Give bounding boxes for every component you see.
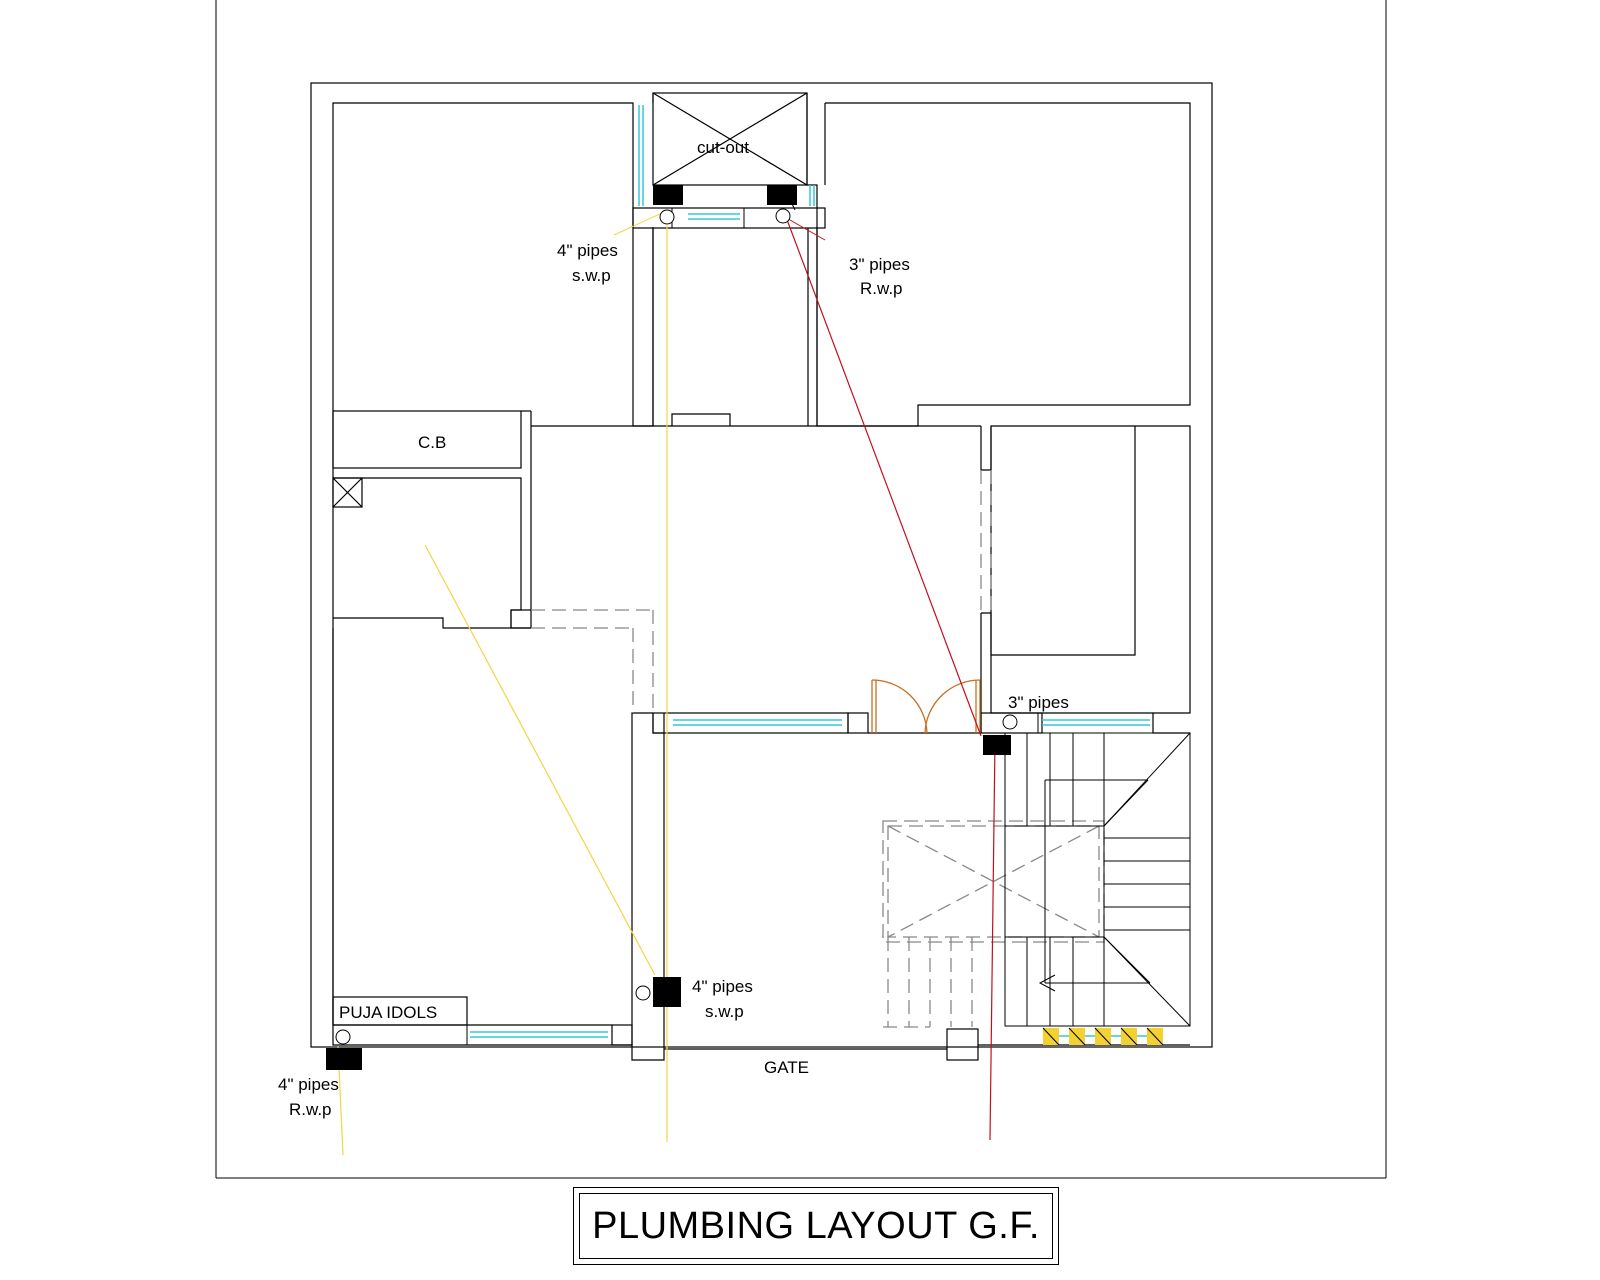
pipe-box-top-left [653, 185, 683, 205]
title-box: PLUMBING LAYOUT G.F. [573, 1187, 1059, 1265]
pipe-circle-top-left [659, 209, 675, 225]
double-door [871, 679, 981, 734]
pipe-top-left-type: s.w.p [572, 266, 611, 285]
pipe-symbols [326, 185, 1018, 1070]
title-inner-frame: PLUMBING LAYOUT G.F. [579, 1193, 1053, 1259]
puja-label: PUJA IDOLS [339, 1003, 437, 1022]
pipe-bottom-left-size: 4" pipes [278, 1075, 339, 1094]
pipe-top-right-type: R.w.p [860, 279, 903, 298]
pipe-box-mid-right [983, 735, 1011, 755]
pipe-box-bottom-center [653, 977, 681, 1007]
windows [470, 105, 1150, 1038]
pipe-circle-top-right [775, 208, 791, 224]
hatch-blocks [1042, 1027, 1164, 1046]
window-frames [466, 207, 1154, 1046]
pipe-lines [337, 216, 996, 1156]
pipe-top-right-size: 3" pipes [849, 255, 910, 274]
cutout-label: cut-out [697, 138, 749, 157]
rwp-vertical-line [989, 739, 996, 1141]
pipe-bottom-center-type: s.w.p [705, 1002, 744, 1021]
pipe-bottom-left-type: R.w.p [289, 1100, 332, 1119]
drawing-frame [215, 0, 1387, 1179]
dashed-outlines [531, 470, 1105, 1028]
pipe-circle-bottom-left [335, 1029, 351, 1045]
inner-walls [332, 410, 1191, 1061]
swp-diagonal-line [424, 544, 656, 976]
pipe-circle-bottom-center [635, 985, 651, 1001]
staircase [1004, 732, 1191, 1027]
outer-walls [310, 82, 1213, 1048]
pipe-box-bottom-left [326, 1048, 362, 1070]
pipe-mid-right-size: 3" pipes [1008, 693, 1069, 712]
labels: cut-out C.B PUJA IDOLS GATE 4" pipes s.w… [278, 138, 1069, 1119]
gate-label: GATE [764, 1058, 809, 1077]
rwp-diagonal-line [785, 216, 982, 737]
drawing-title: PLUMBING LAYOUT G.F. [592, 1204, 1040, 1247]
pipe-box-top-right [767, 185, 797, 205]
cb-label: C.B [418, 433, 446, 452]
pipe-bottom-center-size: 4" pipes [692, 977, 753, 996]
pipe-top-left-size: 4" pipes [557, 241, 618, 260]
pipe-circle-mid-right [1002, 714, 1018, 730]
